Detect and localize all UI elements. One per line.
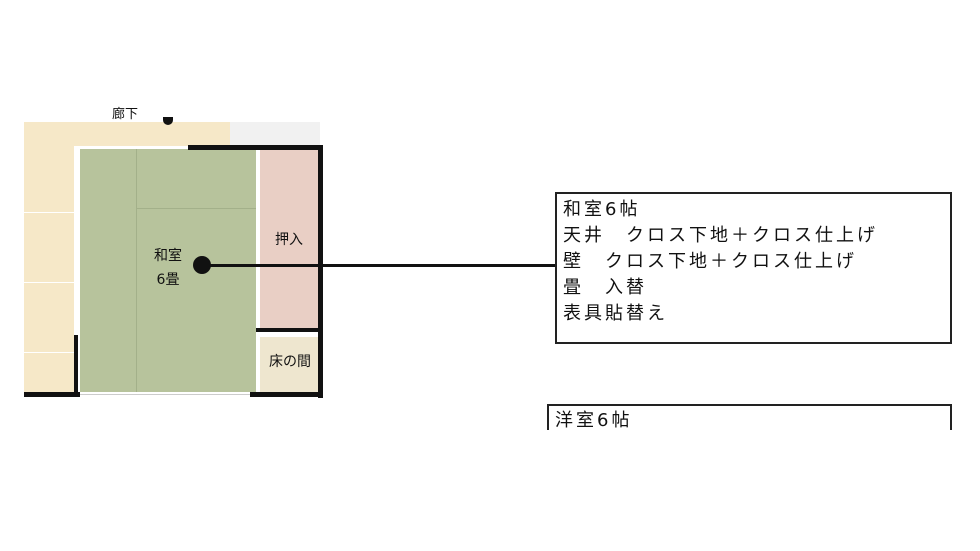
alcove bbox=[260, 337, 318, 392]
note-line: 壁 クロス下地＋クロス仕上げ bbox=[563, 251, 857, 272]
wall bbox=[24, 392, 80, 397]
floor-grain bbox=[24, 282, 74, 283]
note-title: 洋室6帖 bbox=[555, 410, 633, 430]
room-marker-dot bbox=[193, 256, 211, 274]
wall bbox=[250, 392, 323, 397]
note-title: 和室6帖 bbox=[563, 199, 641, 220]
tatami-seam bbox=[136, 208, 256, 209]
room-label: 和室 bbox=[154, 248, 182, 264]
wall bbox=[74, 146, 80, 392]
closet-label: 押入 bbox=[275, 232, 303, 248]
note-line: 畳 入替 bbox=[563, 277, 647, 298]
wall bbox=[188, 145, 322, 150]
wall bbox=[256, 150, 260, 392]
floor-grain bbox=[24, 352, 74, 353]
note-box-washitsu: 和室6帖 天井 クロス下地＋クロス仕上げ 壁 クロス下地＋クロス仕上げ 畳 入替… bbox=[555, 192, 952, 344]
corridor-floor bbox=[24, 122, 230, 146]
wall bbox=[256, 328, 318, 332]
tatami-room bbox=[80, 149, 256, 392]
corridor-dot bbox=[163, 117, 173, 125]
wall bbox=[318, 145, 323, 398]
corridor-label: 廊下 bbox=[111, 107, 138, 122]
floor-grain bbox=[24, 212, 74, 213]
closet bbox=[260, 150, 318, 328]
wall bbox=[74, 335, 78, 395]
door-track bbox=[80, 394, 250, 395]
room-size-label: 6畳 bbox=[156, 272, 180, 288]
wall bbox=[256, 332, 318, 337]
note-line: 表具貼替え bbox=[563, 303, 668, 324]
note-box-youshitsu: 洋室6帖 bbox=[547, 404, 952, 430]
left-room-floor bbox=[24, 146, 74, 396]
adjacent-area bbox=[230, 122, 320, 146]
alcove-label: 床の間 bbox=[269, 354, 311, 370]
floor-plan: 廊下 和室 6畳 押入 床の間 bbox=[0, 0, 360, 420]
tatami-seam bbox=[136, 149, 137, 392]
note-line: 天井 クロス下地＋クロス仕上げ bbox=[563, 225, 878, 246]
leader-line bbox=[208, 264, 557, 267]
